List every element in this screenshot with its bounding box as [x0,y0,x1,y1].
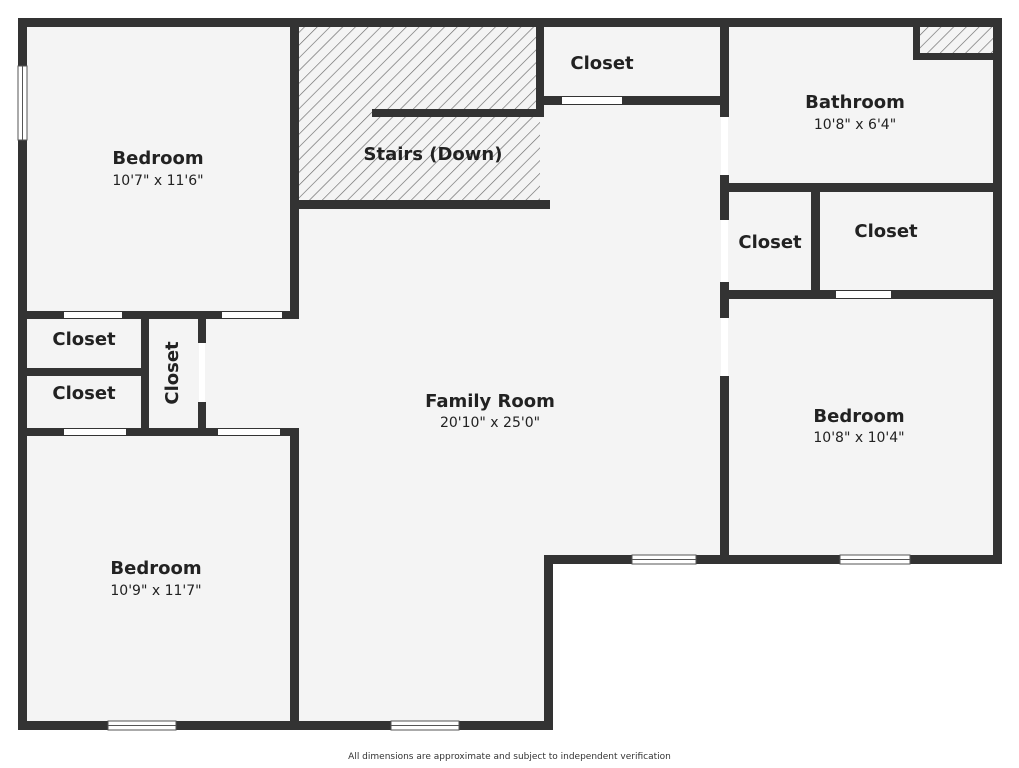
door-closet-left-lower[interactable] [64,429,126,435]
door-closet-vertical[interactable] [199,343,205,402]
door-bedroom-bottom-left[interactable] [218,429,280,435]
room-labels: Bedroom 10'7" x 11'6" Bedroom 10'9" x 11… [52,53,918,599]
dims-bedroom-bottom-left: 10'9" x 11'7" [110,583,201,599]
door-closet-left-upper[interactable] [64,312,122,318]
window-family-room-notch [631,554,697,565]
wall-exterior-notch-vertical [544,555,553,730]
wall-bathroom-alcove-left [913,22,920,60]
door-bathroom[interactable] [721,117,728,175]
wall-stairs-bottom [290,200,550,209]
disclaimer-footnote: All dimensions are approximate and subje… [348,752,671,762]
label-bedroom-bottom-left: Bedroom [110,558,201,579]
label-bedroom-top-left: Bedroom [112,148,203,169]
label-closet-top: Closet [570,53,634,74]
label-stairs: Stairs (Down) [364,144,503,165]
floor-lower-left [22,550,548,724]
label-closet-left-lower: Closet [52,383,116,404]
wall-stairs-landing [372,109,544,117]
wall-bathroom-left-upper [720,22,729,117]
label-closet-left-upper: Closet [52,329,116,350]
dims-bedroom-top-left: 10'7" x 11'6" [112,173,203,189]
window-bedroom-bottom-left [107,720,177,731]
wall-top-closet-bottom [536,96,729,105]
wall-mid-closet-left-upper [720,183,729,220]
label-family-room: Family Room [425,391,555,412]
windows [17,65,911,731]
wall-mid-closet-left-lower [720,282,729,318]
wall-bedroom-top-left-right [290,22,299,319]
door-closet-right[interactable] [836,291,891,298]
dims-bedroom-right: 10'8" x 10'4" [813,430,904,446]
wall-left-closets-bottom [22,428,299,436]
wall-bathroom-alcove-bottom [913,53,1002,60]
door-bedroom-top-left[interactable] [222,312,282,318]
door-openings [64,97,891,435]
window-family-room [390,720,460,731]
label-closet-vertical: Closet [162,341,183,405]
window-left-wall [17,65,28,141]
wall-bedroom-top-left-bottom [22,311,299,319]
door-closet-top[interactable] [562,97,622,104]
wall-vertical-closet-right-lower [198,402,206,436]
wall-stairs-closet-left [536,22,544,117]
wall-bathroom-left-stub [720,175,729,187]
door-closet-mid[interactable] [721,220,728,282]
wall-left-closets-right [141,311,149,436]
dims-family-room: 20'10" x 25'0" [440,415,540,431]
window-bedroom-right [839,554,911,565]
label-closet-right: Closet [854,221,918,242]
wall-exterior-bottom [18,721,553,730]
wall-exterior-top [18,18,1002,27]
wall-bedroom-right-left [720,376,729,564]
label-closet-mid: Closet [738,232,802,253]
wall-bedroom-bottom-left-right [290,428,299,730]
label-bedroom-right: Bedroom [813,406,904,427]
dims-bathroom: 10'8" x 6'4" [814,117,896,133]
wall-bathroom-bottom [720,183,1002,192]
wall-vertical-closet-right-upper [198,311,206,343]
wall-closets-divider [811,183,820,298]
door-bedroom-right[interactable] [721,318,728,376]
bathroom-hatch [918,25,994,55]
wall-exterior-notch-top [544,555,1002,564]
label-bathroom: Bathroom [805,92,905,113]
wall-left-closets-divider [22,368,148,376]
